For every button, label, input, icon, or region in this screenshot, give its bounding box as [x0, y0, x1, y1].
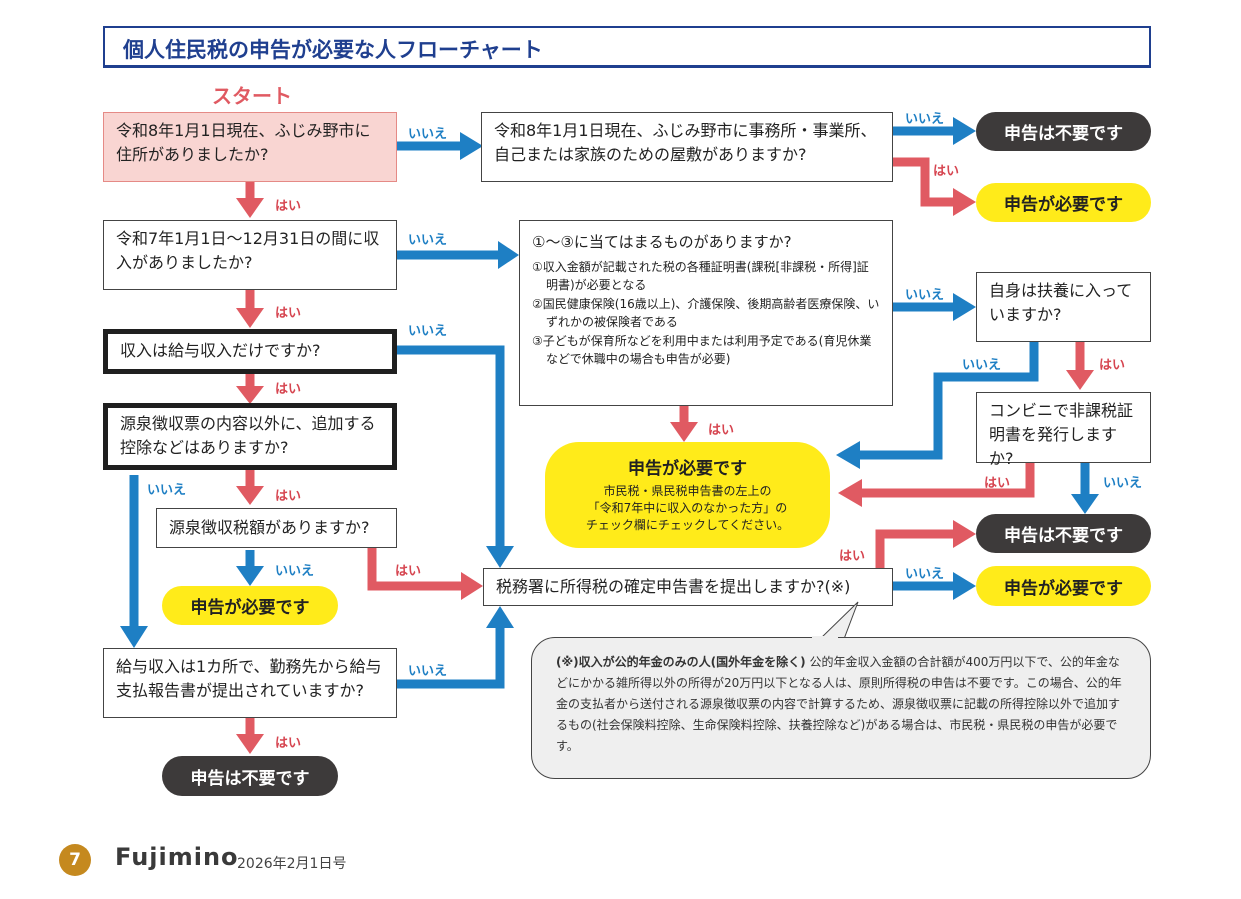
arrowhead: [953, 293, 976, 321]
question-salary-only: 収入は給与収入だけですか?: [103, 329, 397, 374]
result-required-no-income: 申告が必要です 市民税・県民税申告書の左上の 「令和7年中に収入のなかった方」の…: [545, 442, 830, 548]
label-no: いいえ: [408, 127, 448, 142]
arrow-q4-no: [397, 345, 505, 548]
condition-item: ③子どもが保育所などを利用中または利用予定である(育児休業などで休職中の場合も申…: [532, 333, 872, 367]
result-not-required: 申告は不要です: [976, 514, 1151, 553]
label-yes: はい: [275, 489, 302, 504]
arrow-q2-yes: [893, 157, 955, 207]
result-not-required: 申告は不要です: [162, 756, 338, 796]
issue-date: 2026年2月1日号: [237, 856, 347, 872]
label-no: いいえ: [905, 112, 945, 127]
arrowhead: [236, 486, 264, 505]
start-label: スタート: [212, 84, 292, 108]
arrowhead: [1071, 494, 1099, 514]
arrowhead: [1066, 370, 1094, 390]
pointer-join: [812, 636, 838, 639]
question-single-employer: 給与収入は1カ所で、勤務先から給与支払報告書が提出されていますか?: [103, 648, 397, 718]
arrowhead: [461, 572, 483, 600]
question-convenience-store: コンビニで非課税証明書を発行しますか?: [976, 392, 1151, 468]
arrowhead: [236, 386, 264, 404]
arrowhead: [486, 546, 514, 568]
label-no: いいえ: [962, 358, 1002, 373]
label-no: いいえ: [147, 483, 187, 498]
label-no: いいえ: [905, 567, 945, 582]
note-text: 公的年金収入金額の合計額が400万円以下で、公的年金などにかかる雑所得以外の所得…: [556, 655, 1122, 753]
arrowhead: [120, 626, 148, 648]
arrow-q9-no: [858, 342, 1039, 460]
conditions-box: ①～③に当てはまるものがありますか? ①収入金額が記載された税の各種証明書(課税…: [519, 220, 893, 406]
label-yes: はい: [275, 199, 302, 214]
label-yes: はい: [275, 306, 302, 321]
question-dependent: 自身は扶養に入っていますか?: [976, 272, 1151, 342]
label-no: いいえ: [1103, 476, 1143, 491]
arrowhead: [498, 241, 519, 269]
arrowhead: [460, 132, 483, 160]
arrowhead: [236, 734, 264, 754]
arrowhead: [236, 308, 264, 328]
arrow-q7-no: [397, 626, 505, 689]
arrowhead: [836, 441, 860, 469]
arrowhead: [838, 479, 862, 507]
arrow-q10-yes: [860, 463, 1035, 498]
page-title: 個人住民税の申告が必要な人フローチャート: [103, 26, 1151, 68]
brand-name: Fujimino: [115, 843, 239, 871]
result-required: 申告が必要です: [976, 566, 1151, 606]
arrowhead: [236, 198, 264, 218]
label-yes: はい: [984, 476, 1011, 491]
label-yes: はい: [933, 164, 960, 179]
label-yes: はい: [708, 423, 735, 438]
condition-item: ①収入金額が記載された税の各種証明書(課税[非課税・所得]証明書)が必要となる: [532, 259, 869, 293]
label-yes: はい: [839, 549, 866, 564]
question-withholding: 源泉徴収税額がありますか?: [156, 508, 397, 548]
label-no: いいえ: [408, 233, 448, 248]
question-income: 令和7年1月1日～12月31日の間に収入がありましたか?: [103, 220, 397, 290]
arrowhead: [953, 117, 976, 145]
arrow-q6-yes: [367, 548, 463, 591]
question-residence: 令和8年1月1日現在、ふじみ野市に住所がありましたか?: [103, 112, 397, 182]
label-yes: はい: [395, 564, 422, 579]
label-no: いいえ: [905, 288, 945, 303]
label-no: いいえ: [275, 564, 315, 579]
note-bubble-pointer: [818, 601, 859, 640]
question-office: 令和8年1月1日現在、ふじみ野市に事務所・事業所、自己または家族のための屋敷があ…: [481, 112, 893, 182]
note-heading: (※)収入が公的年金のみの人(国外年金を除く): [556, 655, 806, 669]
condition-item: ②国民健康保険(16歳以上)、介護保険、後期高齢者医療保険、いずれかの被保険者で…: [532, 296, 880, 330]
question-extra-deductions: 源泉徴収票の内容以外に、追加する控除などはありますか?: [103, 403, 397, 470]
arrowhead: [236, 566, 264, 586]
question-tax-return: 税務署に所得税の確定申告書を提出しますか?(※): [483, 568, 893, 606]
label-yes: はい: [1099, 358, 1126, 373]
label-yes: はい: [275, 382, 302, 397]
arrowhead: [953, 572, 976, 600]
arrowhead: [670, 422, 698, 442]
label-no: いいえ: [408, 324, 448, 339]
result-required: 申告が必要です: [976, 183, 1151, 222]
big-result-line: 市民税・県民税申告書の左上の: [603, 484, 772, 498]
arrowhead: [953, 520, 976, 548]
conditions-title: ①～③に当てはまるものがありますか?: [532, 233, 792, 251]
note-bubble: (※)収入が公的年金のみの人(国外年金を除く) 公的年金収入金額の合計額が400…: [531, 637, 1151, 779]
big-result-line: 「令和7年中に収入のなかった方」の: [587, 500, 788, 515]
big-result-line: チェック欄にチェックしてください。: [585, 517, 790, 532]
result-required: 申告が必要です: [162, 586, 338, 625]
result-not-required: 申告は不要です: [976, 112, 1151, 151]
arrowhead: [486, 606, 514, 628]
page-number: 7: [59, 844, 91, 876]
big-result-title: 申告が必要です: [628, 459, 747, 479]
arrow-q8-yes: [875, 529, 955, 568]
label-yes: はい: [275, 736, 302, 751]
label-no: いいえ: [408, 664, 448, 679]
arrowhead: [953, 188, 976, 216]
